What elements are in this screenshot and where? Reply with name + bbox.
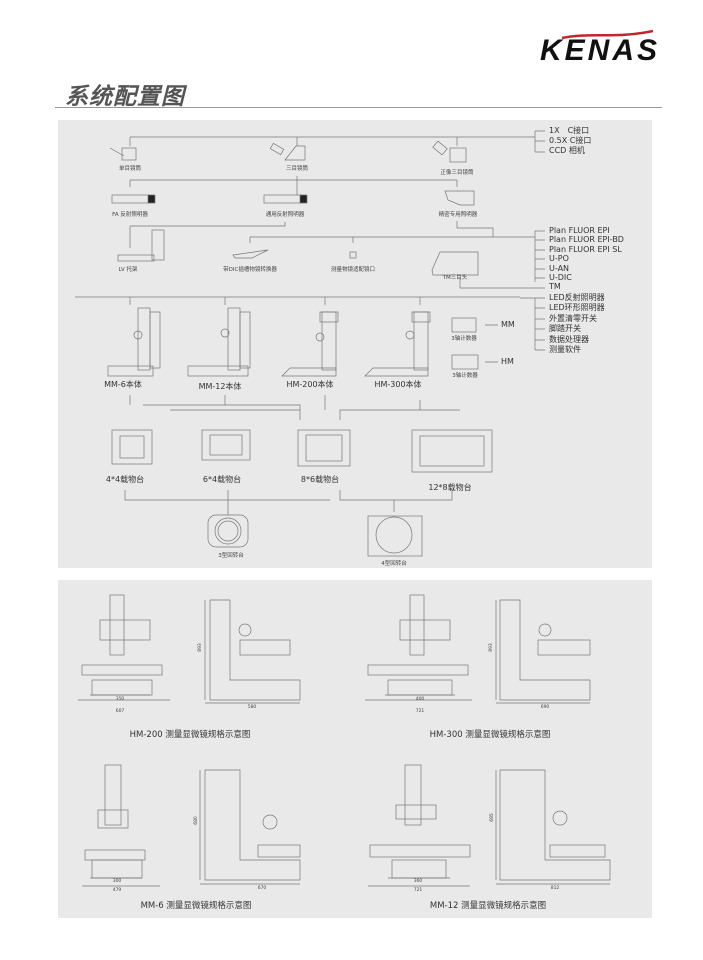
hm300-front-drawing [365, 594, 472, 701]
tube-label: 三目镜筒 [285, 166, 309, 172]
universal-illuminator-icon [263, 194, 308, 204]
system-config-panel [58, 120, 652, 568]
stage-label: 12*8载物台 [428, 483, 472, 492]
tm-head-icon [431, 251, 479, 276]
spec-caption: MM-12 测量显微镜规格示意图 [429, 901, 547, 911]
connector-lines [75, 130, 545, 515]
counter-label: 3轴计数器 [452, 373, 478, 379]
counter-label: 3轴计数器 [451, 336, 477, 342]
dim-front-outer: 607 [115, 709, 125, 714]
tube-label: 单目镜筒 [118, 166, 142, 172]
illuminator-label: 通用反射照明器 [265, 212, 305, 218]
option-item: LED环形照明器 [549, 303, 605, 313]
mm6-front-drawing [82, 764, 160, 887]
rotary-stage-label: 3型回转台 [218, 553, 244, 559]
option-item: U-DIC [549, 273, 572, 283]
dim-side-width: 580 [247, 705, 257, 710]
dim-height: 893 [197, 643, 203, 652]
rotary-stage-label: 4型回转台 [381, 561, 407, 567]
mm12-side-drawing [495, 769, 611, 885]
dim-front-outer: 721 [413, 888, 423, 893]
stage-4x4-icon [111, 429, 153, 465]
option-item: 测量软件 [549, 345, 581, 355]
option-item: 0.5X C接口 [549, 136, 592, 145]
spec-caption: MM-6 测量显微镜规格示意图 [140, 901, 252, 911]
hm300-side-drawing [495, 599, 591, 704]
accessory-label: TM三目头 [442, 275, 468, 281]
mm12-body-icon [187, 307, 251, 377]
dim-front-inner: 350 [115, 697, 125, 702]
option-item: TM [549, 282, 561, 292]
title-divider [55, 107, 662, 108]
option-item: LED反射照明器 [549, 293, 605, 302]
option-item: U-AN [549, 263, 570, 273]
body-label: HM-200本体 [286, 380, 334, 389]
camera-options: 1X C接口 0.5X C接口 CCD 相机 [549, 126, 591, 156]
mm6-body-icon [107, 307, 161, 377]
kenas-logo: KENAS [540, 34, 661, 67]
option-item: 1X C接口 [549, 126, 590, 135]
stage-label: 6*4载物台 [202, 475, 242, 484]
counter-display-icon [451, 317, 479, 370]
stage-12x8-icon [411, 429, 493, 473]
illuminator-label: 精密专用照明器 [438, 212, 478, 218]
option-item: Plan FLUOR EPI-BD [549, 235, 624, 245]
rotary-stage-3-icon [207, 514, 249, 548]
trinocular-tube-icon [269, 142, 306, 161]
dim-front-inner: 400 [415, 697, 425, 702]
erect-trinocular-tube-icon [432, 140, 467, 163]
objective-adapter-icon [349, 251, 357, 259]
option-item: 外置清零开关 [549, 313, 597, 323]
body-label: MM-12本体 [198, 382, 242, 391]
precision-illuminator-icon [444, 190, 475, 206]
hm300-body-icon [364, 311, 431, 377]
body-label: MM-6本体 [104, 380, 142, 389]
accessory-label: LV 托架 [118, 267, 138, 273]
accessory-label: 测量物镜适配镜口 [330, 267, 376, 273]
stage-label: 8*6载物台 [300, 475, 340, 484]
page-title: 系统配置图 [65, 84, 185, 110]
option-item: U-PO [549, 254, 569, 264]
option-item: 脚踏开关 [549, 324, 581, 334]
dim-height: 893 [488, 643, 494, 652]
fa-illuminator-icon [111, 194, 156, 204]
dim-front-inner: 360 [413, 879, 423, 884]
counter-model: MM [501, 320, 515, 329]
mm12-front-drawing [368, 764, 471, 887]
objective-options: Plan FLUOR EPI Plan FLUOR EPI-BD Plan FL… [549, 226, 624, 292]
dim-side-width: 690 [540, 705, 550, 710]
accessory-label: 带DIC插槽物镜转换器 [223, 267, 277, 273]
tube-label: 正像三目镜筒 [440, 170, 474, 176]
dim-front-outer: 479 [112, 888, 122, 893]
dim-front-outer: 721 [415, 709, 425, 714]
stage-label: 4*4载物台 [105, 475, 145, 484]
stage-6x4-icon [201, 429, 251, 461]
extra-options: LED反射照明器 LED环形照明器 外置清零开关 脚踏开关 数据处理器 测量软件 [549, 293, 605, 355]
monocular-tube-icon [109, 147, 137, 161]
hm200-front-drawing [78, 594, 170, 701]
spec-drawings-panel [58, 580, 652, 918]
option-item: 数据处理器 [549, 334, 589, 344]
dic-nosepiece-icon [232, 249, 269, 259]
spec-caption: HM-300 测量显微镜规格示意图 [429, 730, 551, 740]
mm6-side-drawing [199, 769, 301, 885]
option-item: Plan FLUOR EPI [549, 226, 610, 235]
option-item: CCD 相机 [549, 146, 585, 155]
illuminator-label: FA 反射照明器 [112, 212, 148, 218]
rotary-stage-4-icon [367, 515, 423, 557]
lv-bracket-icon [117, 229, 165, 262]
option-item: Plan FLUOR EPI SL [549, 244, 622, 254]
counter-model: HM [501, 357, 514, 366]
hm200-side-drawing [204, 599, 301, 704]
dim-front-inner: 300 [112, 879, 122, 884]
logo-swoosh-icon [561, 30, 654, 40]
stage-8x6-icon [297, 429, 351, 467]
dim-height: 685 [489, 813, 495, 822]
dim-side-width: 812 [550, 886, 560, 891]
hm200-body-icon [281, 311, 339, 377]
body-label: HM-300本体 [374, 380, 422, 389]
dim-side-width: 670 [257, 886, 267, 891]
spec-caption: HM-200 测量显微镜规格示意图 [129, 730, 251, 740]
dim-height: 680 [193, 816, 199, 825]
